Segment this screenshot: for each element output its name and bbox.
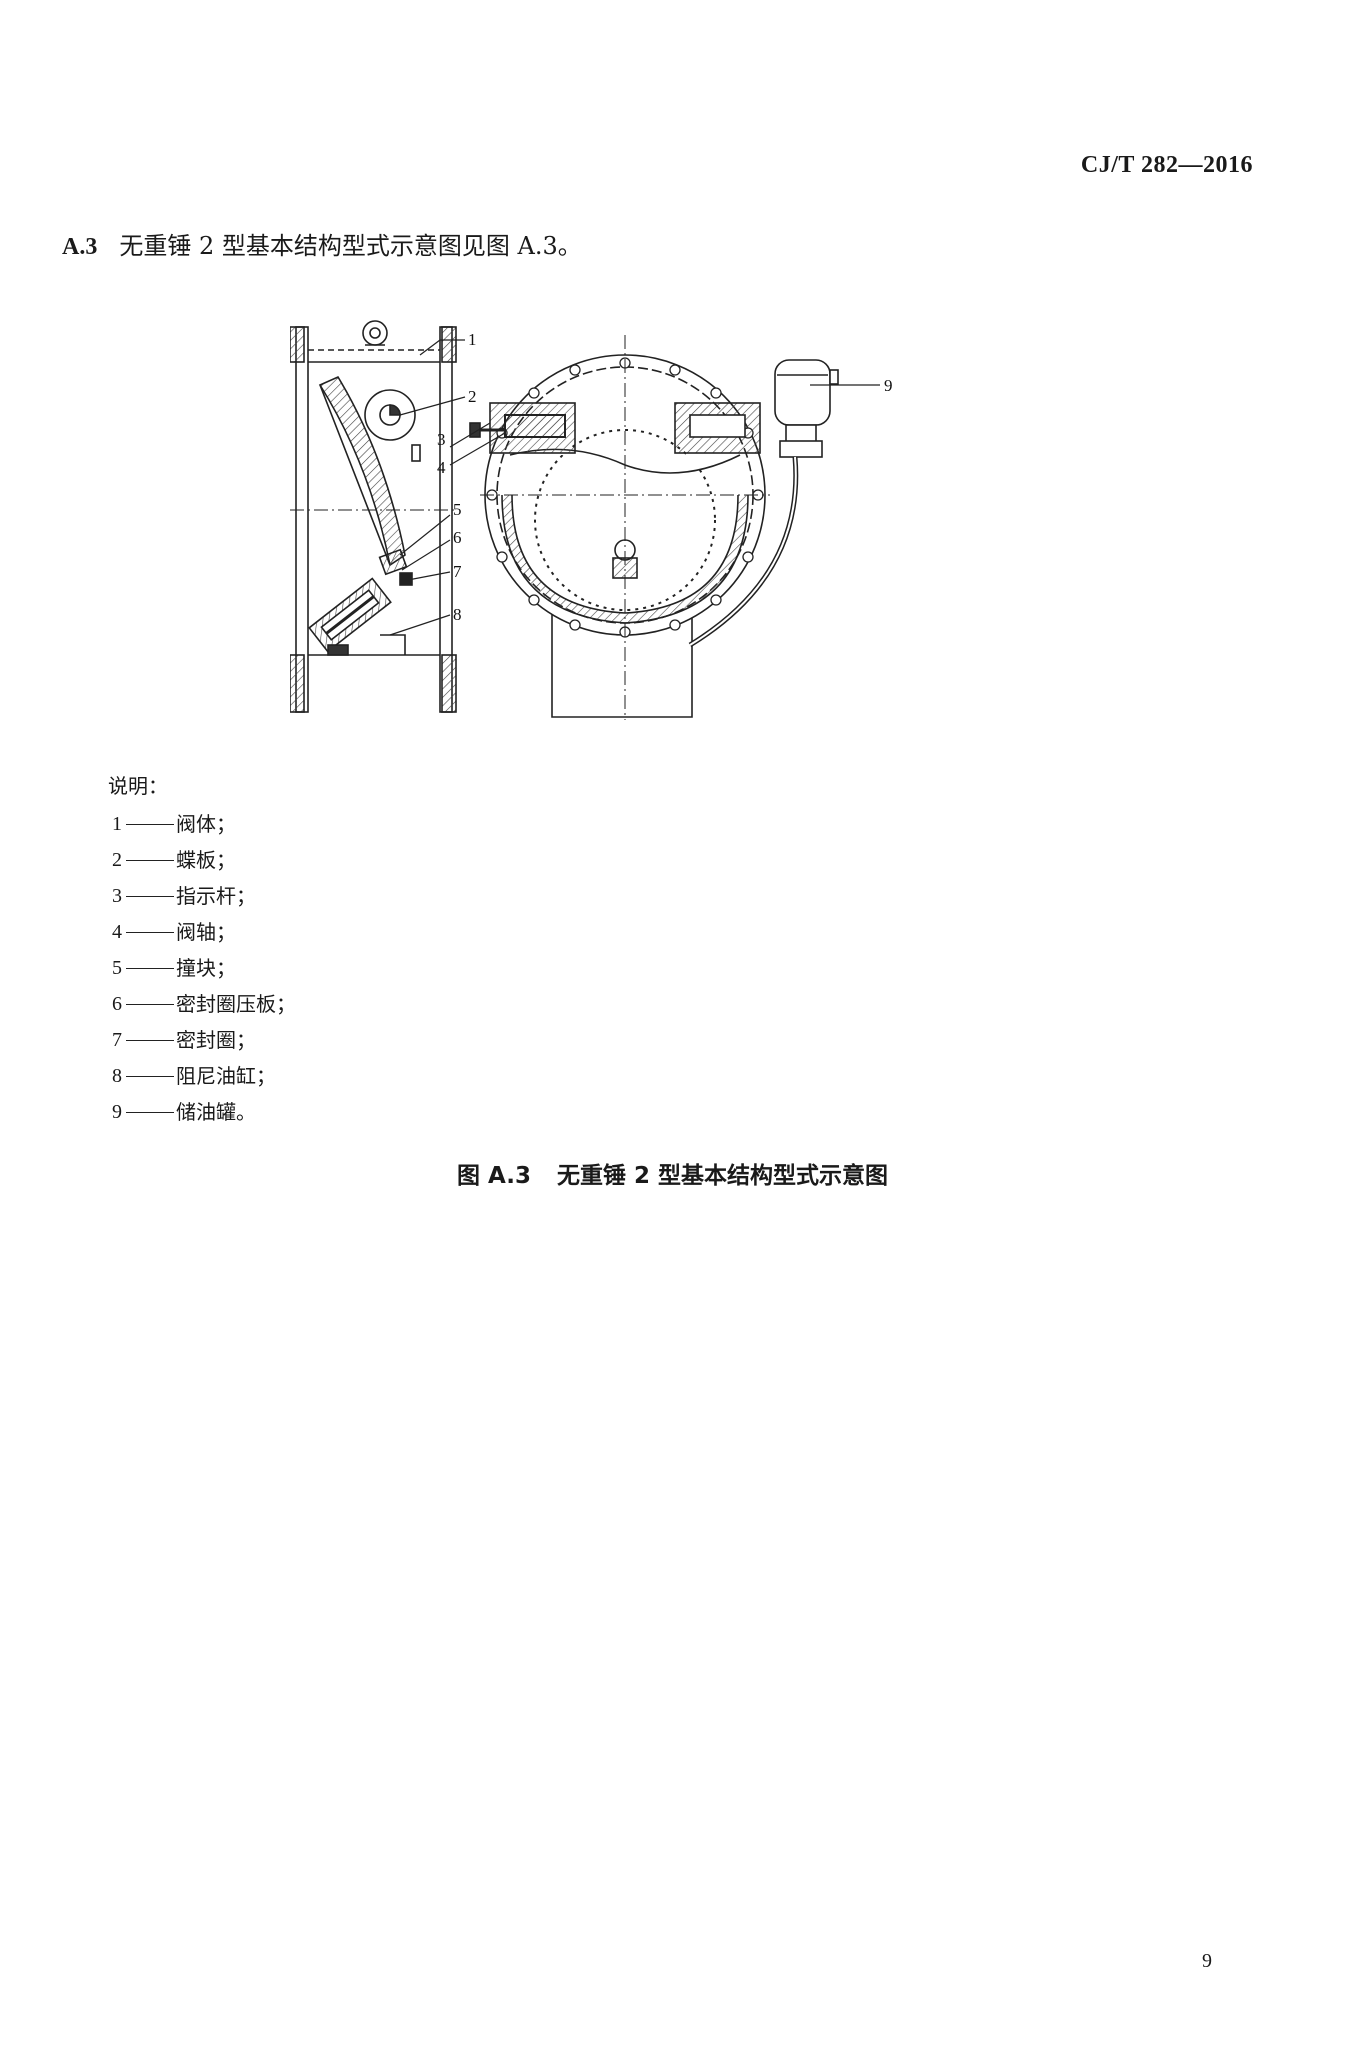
drawing-canvas: 1 2 3 4 5 6 7 8 9 <box>290 320 893 720</box>
intro-text: 无重锤 2 型基本结构型式示意图见图 A.3。 <box>119 232 582 260</box>
callout-6: 6 <box>453 528 462 547</box>
page-number: 9 <box>1202 1950 1212 1972</box>
side-section-view <box>290 320 457 713</box>
legend-item: 2 蝶板； <box>108 842 296 878</box>
intro-paragraph: A.3 无重锤 2 型基本结构型式示意图见图 A.3。 <box>62 226 582 261</box>
legend-item-label: 阀体； <box>176 812 236 836</box>
figure-title: 无重锤 2 型基本结构型式示意图 <box>556 1163 888 1189</box>
legend-item: 3 指示杆； <box>108 878 296 914</box>
figure-caption: 图 A.3 无重锤 2 型基本结构型式示意图 <box>0 1156 1345 1190</box>
legend-item-number: 8 <box>112 1065 122 1087</box>
legend-dash <box>126 823 174 825</box>
legend-dash <box>126 967 174 969</box>
callout-3: 3 <box>437 430 446 449</box>
legend-item-number: 5 <box>112 957 122 979</box>
legend-item-label: 指示杆； <box>176 884 256 908</box>
legend-item: 1 阀体； <box>108 806 296 842</box>
legend-item: 4 阀轴； <box>108 914 296 950</box>
legend-item-label: 阻尼油缸； <box>176 1064 276 1088</box>
callout-leaders <box>389 339 880 636</box>
legend-item-number: 1 <box>112 813 122 835</box>
legend-item-label: 储油罐。 <box>176 1100 256 1124</box>
legend-item-label: 蝶板； <box>176 848 236 872</box>
legend-item-number: 9 <box>112 1101 122 1123</box>
legend-dash <box>126 895 174 897</box>
front-view <box>469 335 839 720</box>
callout-2: 2 <box>468 387 477 406</box>
legend-item: 5 撞块； <box>108 950 296 986</box>
legend-item-number: 3 <box>112 885 122 907</box>
legend-item-label: 密封圈； <box>176 1028 256 1052</box>
legend-item-number: 4 <box>112 921 122 943</box>
valve-structure-drawing: 1 2 3 4 5 6 7 8 9 <box>290 315 1050 720</box>
legend-item-number: 7 <box>112 1029 122 1051</box>
callout-9: 9 <box>884 376 893 395</box>
callout-8: 8 <box>453 605 462 624</box>
section-number: A.3 <box>62 234 98 260</box>
legend-dash <box>126 1039 174 1041</box>
legend-item: 9 储油罐。 <box>108 1094 296 1130</box>
legend-item: 7 密封圈； <box>108 1022 296 1058</box>
legend-item-label: 密封圈压板； <box>176 992 296 1016</box>
callout-5: 5 <box>453 500 462 519</box>
figure-number: 图 A.3 <box>456 1163 531 1189</box>
legend-dash <box>126 931 174 933</box>
legend-dash <box>126 1003 174 1005</box>
legend-dash <box>126 859 174 861</box>
legend-item: 8 阻尼油缸； <box>108 1058 296 1094</box>
legend-item-label: 阀轴； <box>176 920 236 944</box>
callout-7: 7 <box>453 562 462 581</box>
legend-item-number: 2 <box>112 849 122 871</box>
legend-item-number: 6 <box>112 993 122 1015</box>
callout-4: 4 <box>437 458 446 477</box>
legend-dash <box>126 1075 174 1077</box>
legend-dash <box>126 1111 174 1113</box>
legend: 说明： 1 阀体； 2 蝶板； 3 指示杆； 4 阀轴； 5 撞块； 6 密封圈压板； 7 密… <box>108 768 296 1130</box>
legend-item: 6 密封圈压板； <box>108 986 296 1022</box>
legend-title: 说明： <box>108 774 168 798</box>
callout-numbers: 1 2 3 4 5 6 7 8 9 <box>437 330 893 624</box>
standard-code: CJ/T 282—2016 <box>1080 152 1253 178</box>
legend-item-label: 撞块； <box>176 956 236 980</box>
callout-1: 1 <box>468 330 477 349</box>
